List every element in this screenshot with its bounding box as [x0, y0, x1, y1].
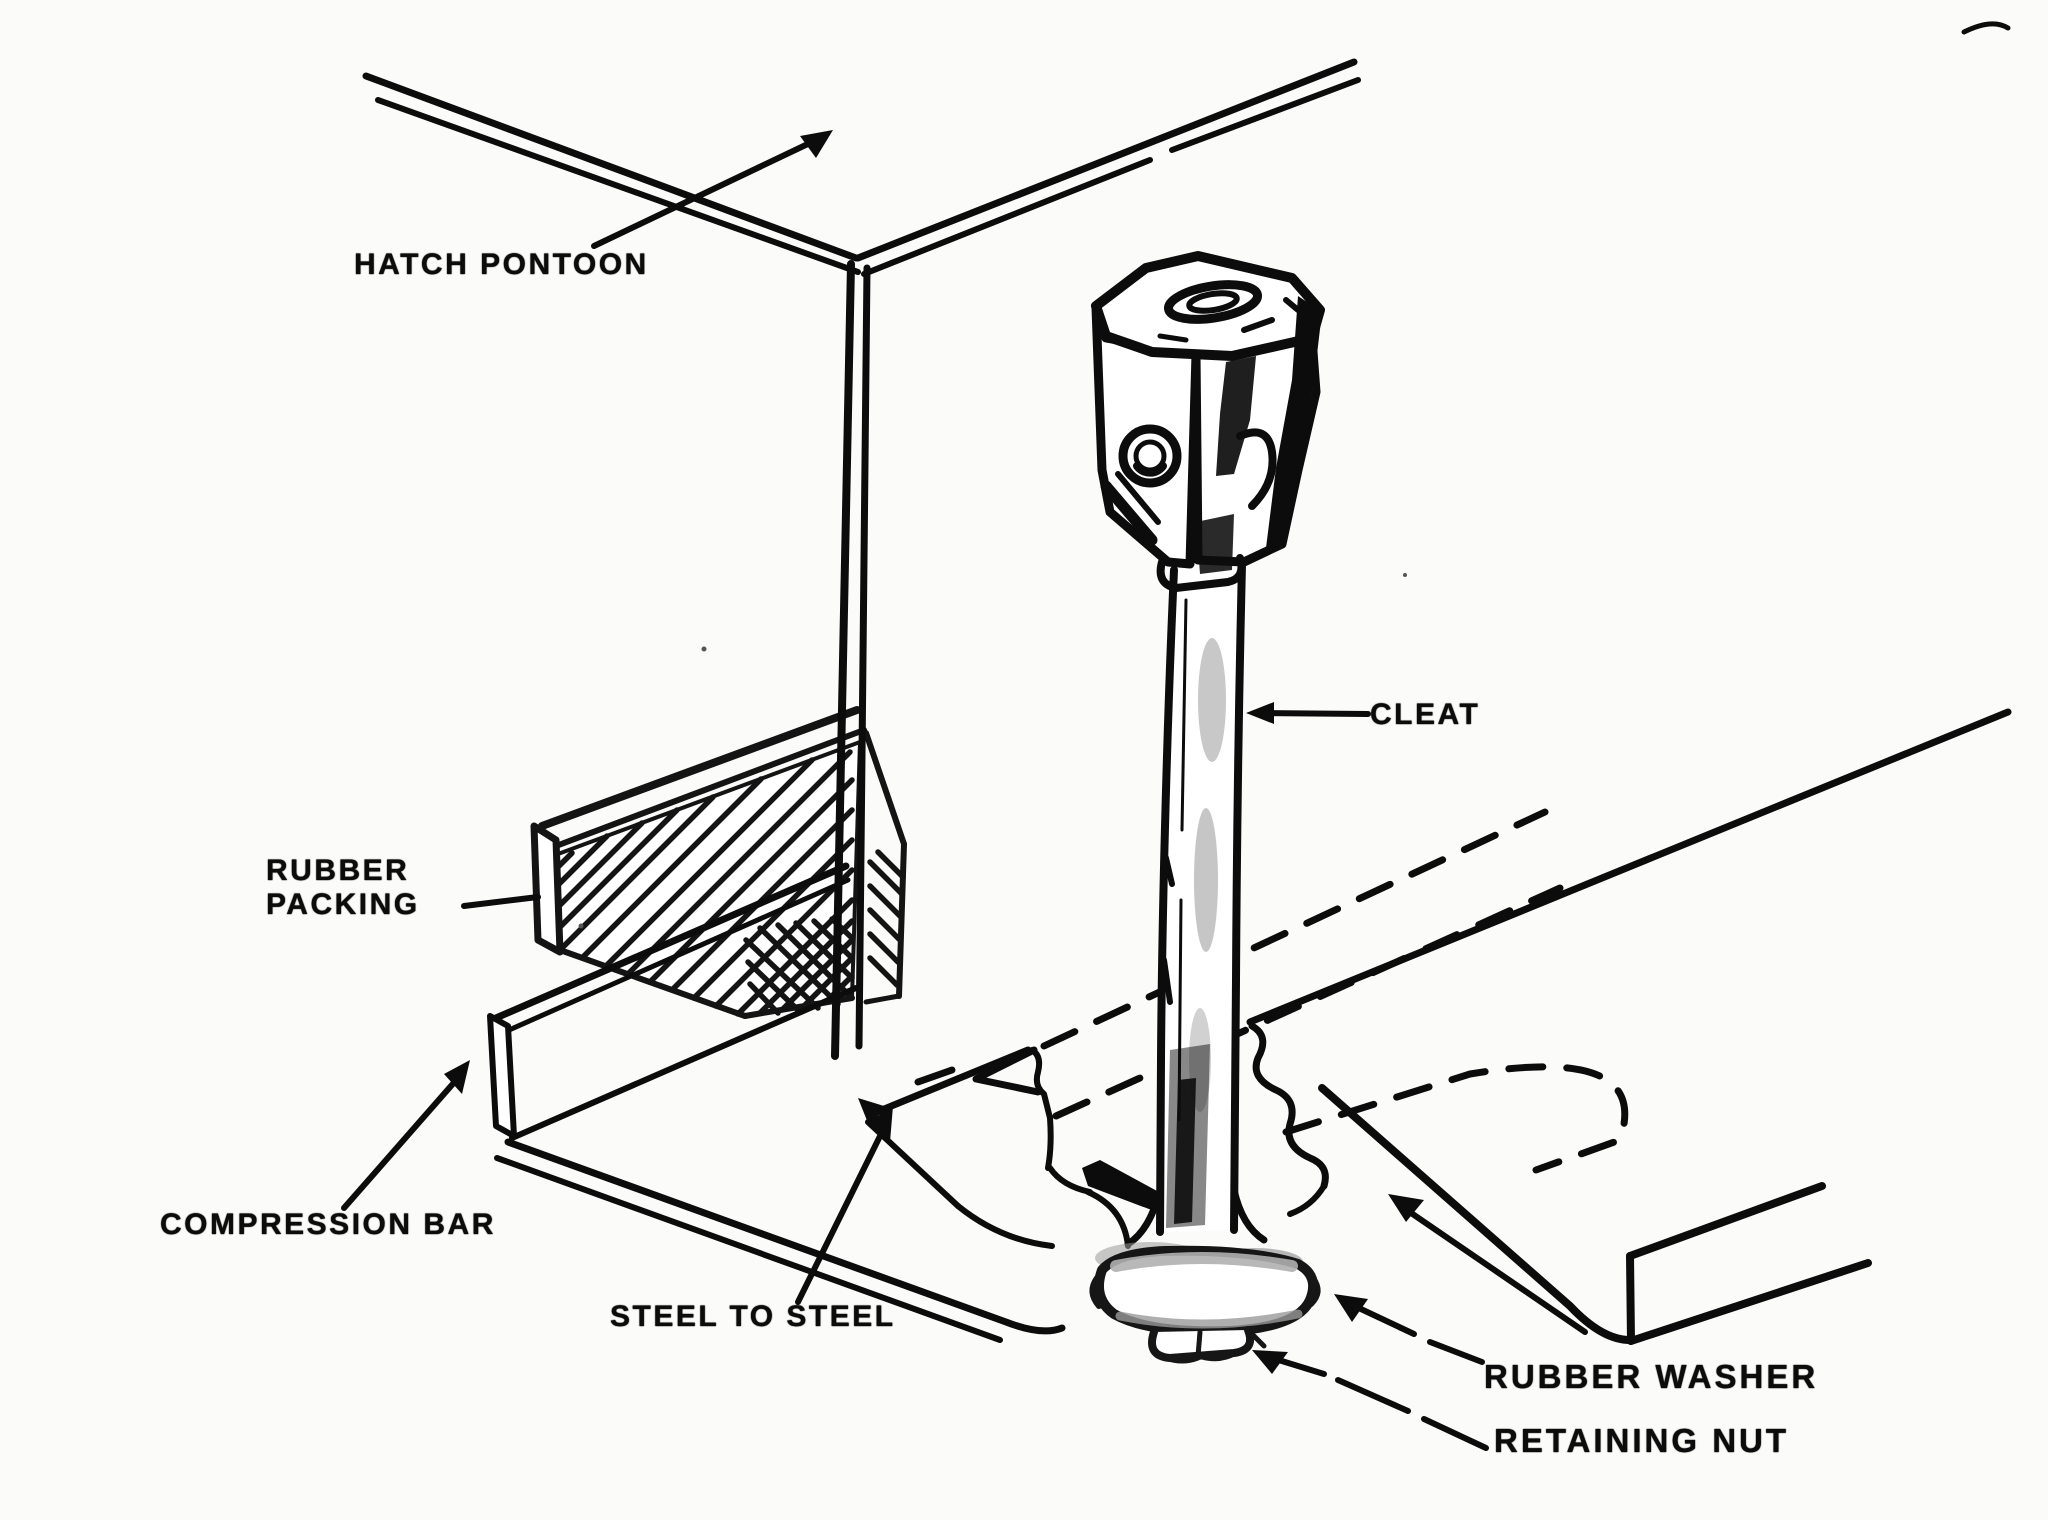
compression-bar-leader — [341, 1075, 461, 1211]
cleat-leader — [1257, 710, 1371, 717]
right-coaming-arm-bottom — [1627, 1259, 1872, 1345]
hatch-pontoon-leader — [591, 139, 815, 249]
rubber-packing-channel — [530, 706, 907, 1019]
cleat-head — [1091, 251, 1325, 592]
label-hatch-pontoon: HATCH PONTOON — [354, 248, 649, 281]
wall-corner-edge-left — [831, 260, 855, 1060]
channel-top-edge — [538, 706, 861, 830]
label-retaining-nut: RETAINING NUT — [1494, 1422, 1790, 1459]
right-coaming-arm-left — [1318, 1084, 1634, 1344]
slot-corner — [972, 1046, 1042, 1096]
rubber-washer-arrowhead — [1334, 1294, 1368, 1322]
cleat-head-top-face — [1091, 251, 1325, 361]
deck-edge-right — [1246, 708, 2012, 1026]
scan-specks — [578, 573, 1407, 929]
hidden-edge-dashed — [1040, 808, 1629, 1174]
compression-bar-bottom-edge — [509, 985, 859, 1141]
wall-corner-edge-right — [855, 264, 871, 1050]
cleat-side-hole-outer — [1118, 424, 1182, 488]
corner-tick-top-right — [1961, 21, 2011, 35]
hatch-pontoon-arrowhead — [800, 130, 833, 158]
left-coaming-edge — [504, 1138, 1066, 1335]
label-rubber-packing-line2: PACKING — [266, 888, 420, 921]
compression-bar-part — [487, 862, 859, 1141]
cleat-part — [1091, 251, 1325, 1248]
cleat-arrowhead — [1246, 702, 1274, 724]
wall-left-top-outer — [362, 72, 860, 262]
retaining-nut-arrowhead — [1252, 1350, 1288, 1374]
compression-bar-top-edge — [492, 862, 850, 1022]
packing-hatching — [556, 749, 855, 1017]
steel-to-steel-arrowhead — [868, 1106, 893, 1142]
cleat-top-hole-outer — [1163, 280, 1263, 324]
rubber-washer-leader — [1343, 1299, 1485, 1365]
wall-right-top-inner — [861, 77, 1361, 277]
wall-right-top-outer — [854, 58, 1358, 262]
deck-edge-left — [868, 1046, 1032, 1118]
label-cleat: CLEAT — [1370, 698, 1481, 731]
deck-and-coaming — [494, 708, 2012, 1345]
steel-to-steel-leader — [795, 1121, 889, 1305]
washer-and-nut — [1089, 1242, 1321, 1364]
label-rubber-washer: RUBBER WASHER — [1484, 1358, 1819, 1395]
pontoon-wall — [362, 21, 2011, 1060]
compression-bar-end-cap — [487, 1013, 517, 1139]
rubber-packing-leader — [461, 894, 541, 909]
label-compression-bar: COMPRESSION BAR — [160, 1208, 496, 1241]
compression-bar-arrowhead — [444, 1060, 470, 1094]
label-steel-to-steel: STEEL TO STEEL — [610, 1300, 896, 1333]
label-rubber-packing-line1: RUBBER — [266, 854, 410, 887]
channel-end-cap — [530, 822, 564, 956]
cleat-top-hole-inner — [1186, 290, 1240, 314]
right-coaming-end — [1626, 1252, 1635, 1345]
packing-hatching-far — [867, 849, 906, 988]
cleat-neck-collar — [1156, 554, 1246, 592]
cleat-shaft-left-edge — [1156, 566, 1178, 1236]
retaining-nut-leader — [1269, 1355, 1489, 1451]
right-coaming-arm-top — [1626, 1182, 1826, 1260]
wall-left-top-inner — [375, 97, 861, 275]
leader-lines — [341, 130, 1489, 1451]
